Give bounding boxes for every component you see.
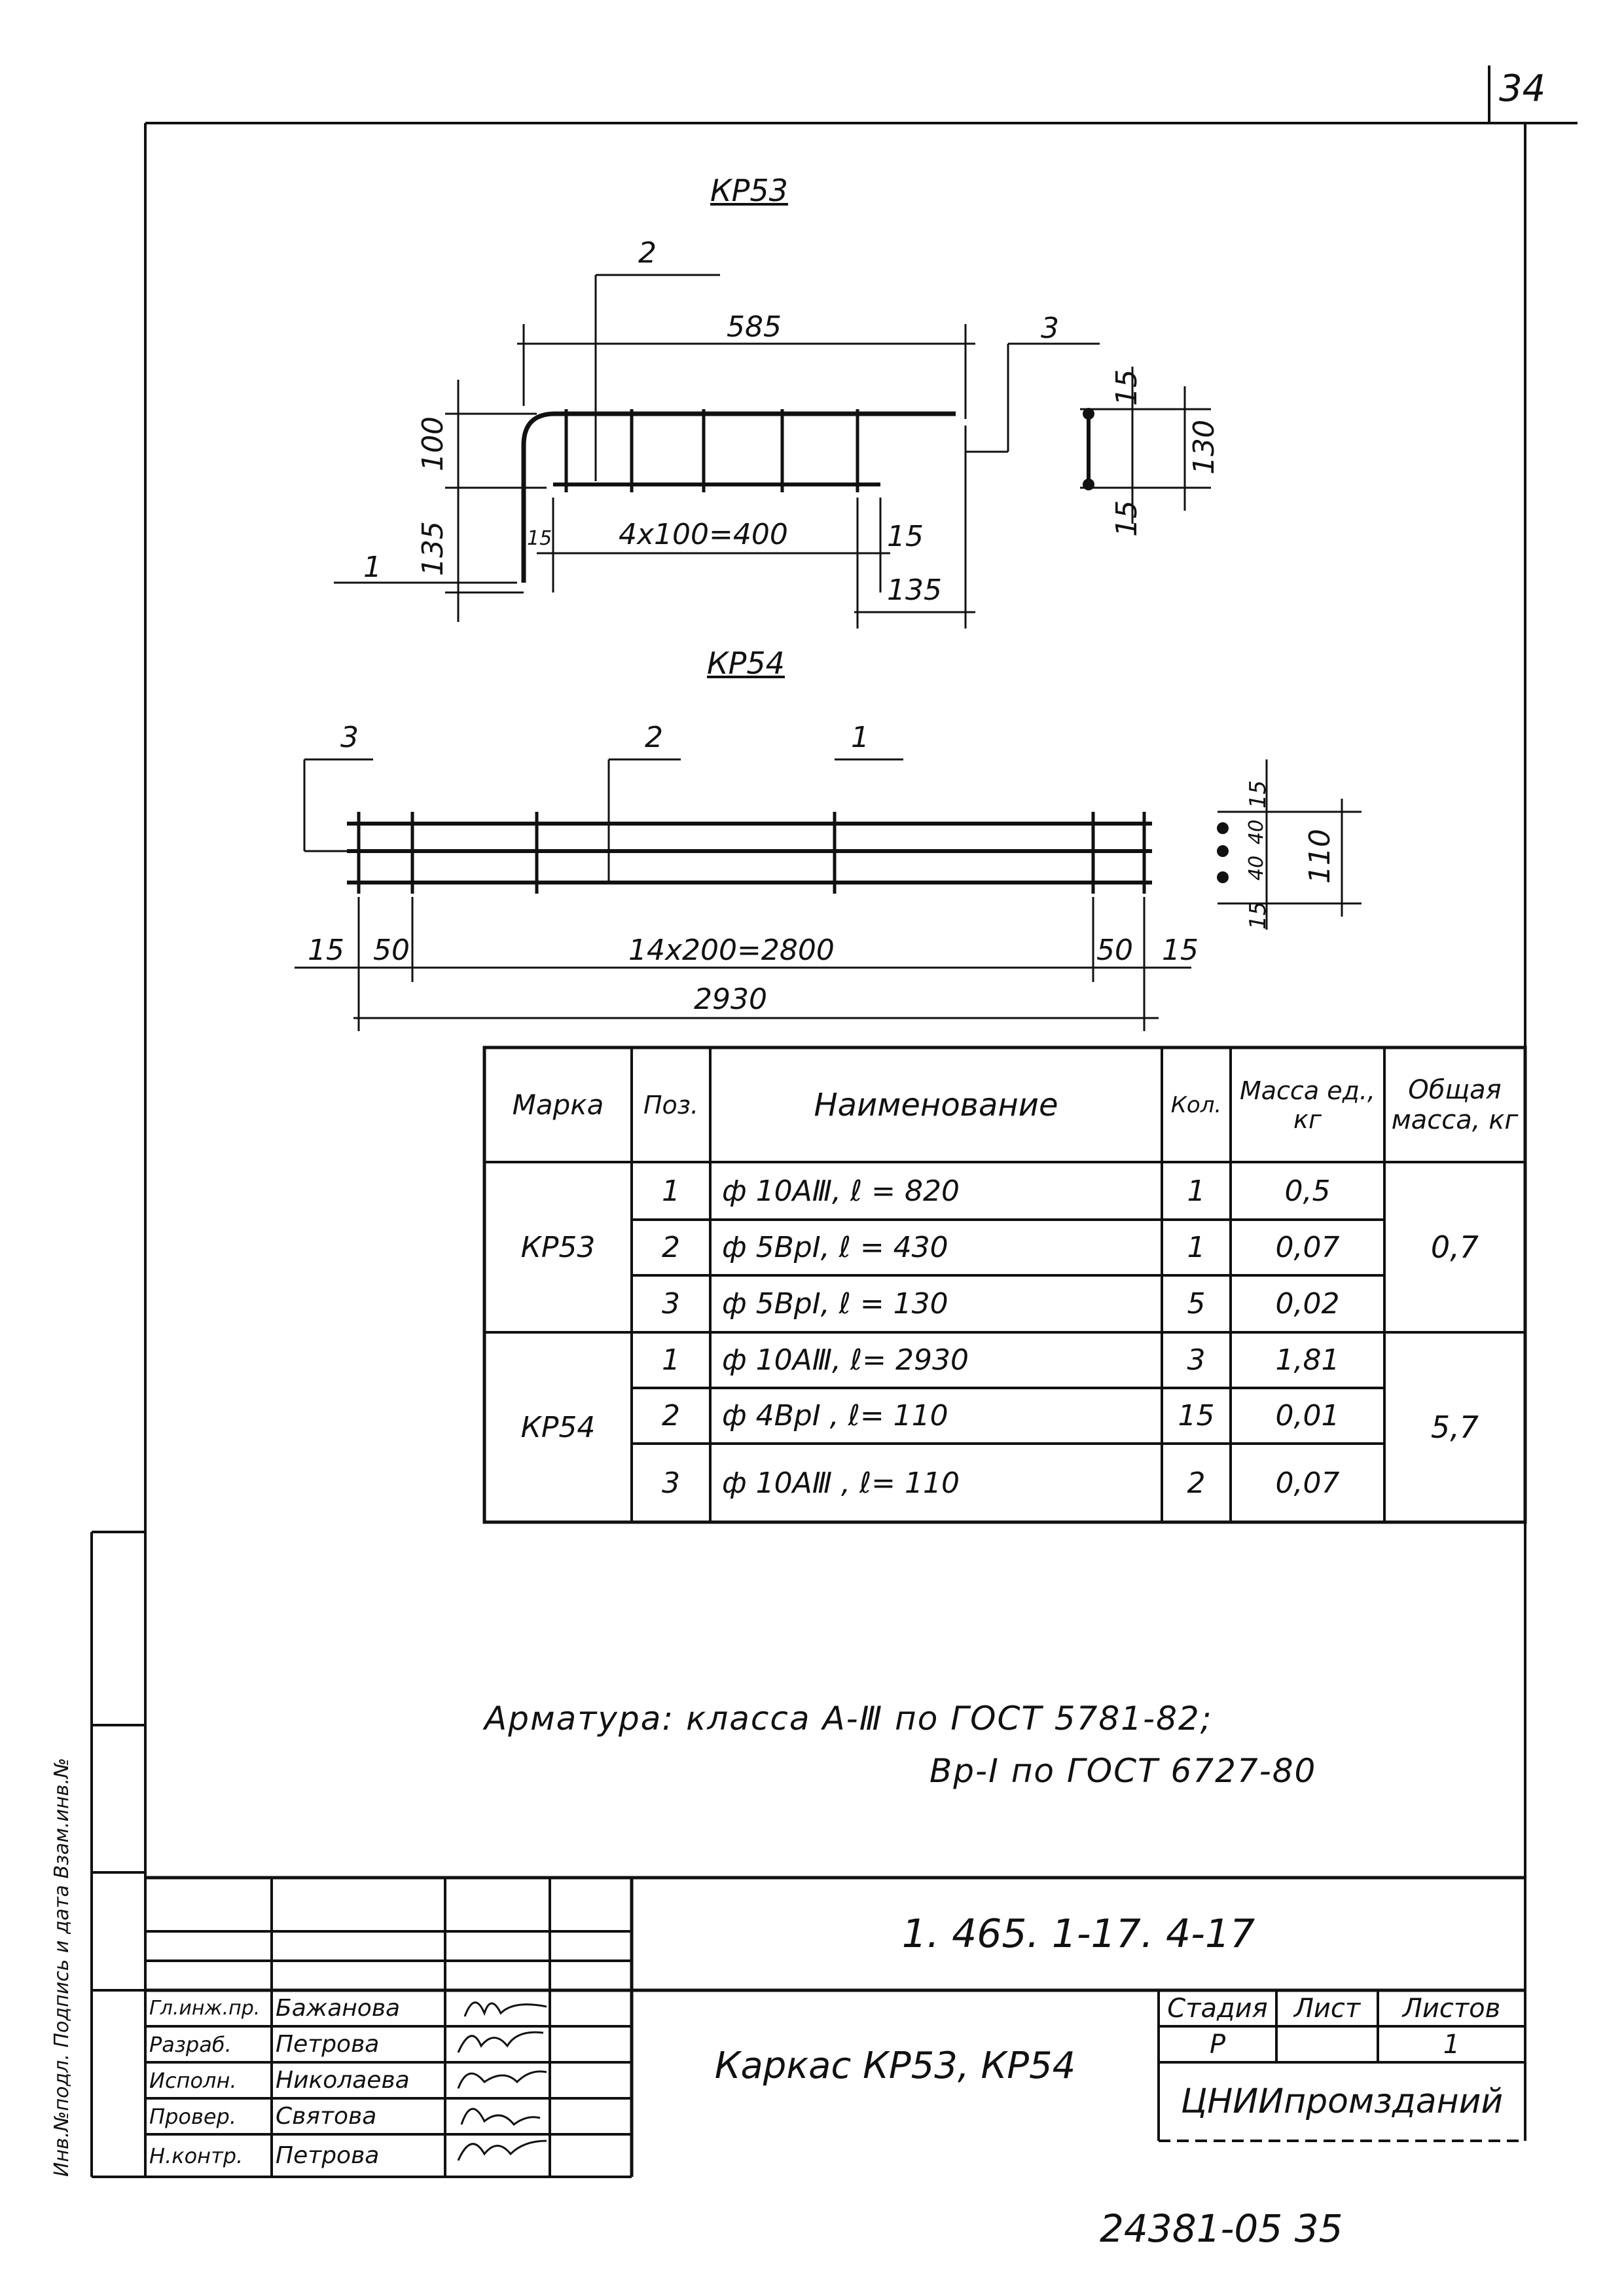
kr54-pos-3: 3 (340, 721, 359, 754)
kr53-dim-15-b: 15 (887, 520, 924, 553)
cell-name: ф 5ВрⅠ, ℓ = 130 (722, 1287, 948, 1321)
kr53-dim-585: 585 (727, 310, 782, 344)
kr54-dim-2800: 14х200=2800 (628, 934, 835, 967)
header-pos: Поз. (643, 1090, 699, 1120)
role-cell: Разраб. (149, 2032, 232, 2057)
organization: ЦНИИпромзданий (1180, 2082, 1504, 2121)
kr53-pos-1: 1 (363, 551, 382, 584)
cell-mass: 0,5 (1284, 1174, 1331, 1208)
role-cell: Н.контр. (149, 2143, 244, 2168)
header-name: Наименование (814, 1086, 1058, 1123)
sheet-number: 34 (1499, 67, 1546, 110)
sheets-value: 1 (1443, 2029, 1460, 2060)
name-cell: Бажанова (276, 1995, 401, 2022)
document-code: 1. 465. 1-17. 4-17 (901, 1911, 1255, 1957)
cell-name: ф 10АⅢ , ℓ= 110 (722, 1466, 960, 1500)
cell-pos: 3 (662, 1287, 680, 1321)
name-cell: Святова (276, 2103, 377, 2130)
header-total-mass: Общая масса, кг (1391, 1074, 1519, 1135)
role-cell: Исполн. (149, 2068, 237, 2093)
header-unit-mass: Масса ед., кг (1239, 1076, 1376, 1134)
cell-qty: 5 (1187, 1287, 1206, 1321)
kr54-sec-40-a: 40 (1245, 819, 1268, 845)
sheet-value (1276, 2026, 1378, 2062)
kr53-dim-15-a: 15 (527, 527, 552, 550)
group-total-kr54: 5,7 (1430, 1410, 1479, 1445)
stage-value: Р (1209, 2029, 1226, 2060)
kr53-dim-135-left: 135 (416, 521, 450, 576)
kr54-dim-15-right: 15 (1162, 934, 1199, 967)
group-mark-kr53: КР53 (520, 1230, 596, 1264)
kr53-dim-135-bottom: 135 (887, 574, 942, 607)
cell-qty: 3 (1187, 1343, 1206, 1377)
kr54-dim-50-right: 50 (1096, 934, 1133, 967)
kr53-sec-15-top: 15 (1110, 369, 1144, 406)
header-qty: Кол. (1170, 1091, 1222, 1118)
group-mark-kr54: КР54 (520, 1410, 596, 1444)
cell-pos: 1 (662, 1174, 680, 1208)
kr53-sec-15-bottom: 15 (1110, 500, 1144, 537)
group-total-kr53: 0,7 (1430, 1230, 1479, 1265)
cell-pos: 3 (662, 1466, 680, 1500)
cell-mass: 0,07 (1275, 1231, 1340, 1264)
cell-pos: 2 (662, 1399, 680, 1432)
kr53-pos-3: 3 (1041, 312, 1059, 345)
cell-name: ф 4ВрⅠ , ℓ= 110 (722, 1399, 948, 1432)
kr54-sec-15-top: 15 (1245, 780, 1271, 809)
kr54-title: КР54 (707, 646, 785, 681)
cell-mass: 0,02 (1275, 1287, 1340, 1321)
cell-qty: 1 (1187, 1174, 1206, 1208)
kr54-dim-2930: 2930 (694, 983, 767, 1016)
note-line-1: Арматура: класса А-Ⅲ по ГОСТ 5781-82; (484, 1700, 1213, 1738)
cell-name: ф 5ВрⅠ, ℓ = 430 (722, 1231, 948, 1264)
cell-name: ф 10АⅢ, ℓ= 2930 (722, 1343, 969, 1377)
role-cell: Провер. (149, 2104, 236, 2129)
name-cell: Петрова (276, 2031, 380, 2058)
drawing-title: Каркас КР53, КР54 (714, 2044, 1076, 2087)
name-cell: Петрова (276, 2142, 380, 2169)
cell-name: ф 10АⅢ, ℓ = 820 (722, 1174, 960, 1208)
kr54-pos-1: 1 (851, 721, 869, 754)
kr54-dim-15-left: 15 (308, 934, 344, 967)
cell-pos: 1 (662, 1343, 680, 1377)
kr54-dim-50-left: 50 (373, 934, 410, 967)
cell-mass: 0,07 (1275, 1466, 1340, 1500)
kr54-pos-2: 2 (645, 721, 663, 754)
sheet-label: Лист (1293, 1993, 1361, 2024)
archive-code: 24381-05 35 (1100, 2206, 1343, 2251)
kr54-sec-110: 110 (1303, 829, 1337, 884)
binding-stamp: Инв.№подл. Подпись и дата Взам.инв.№ (50, 1757, 73, 2177)
kr53-title: КР53 (710, 173, 788, 208)
kr54-sec-15-bottom: 15 (1245, 901, 1271, 930)
kr53-dim-400: 4х100=400 (619, 518, 788, 551)
cell-qty: 1 (1187, 1231, 1206, 1264)
header-mark: Марка (512, 1089, 604, 1121)
cell-qty: 15 (1178, 1399, 1215, 1432)
kr53-dim-100: 100 (416, 416, 450, 471)
name-cell: Николаева (276, 2067, 410, 2094)
cell-qty: 2 (1187, 1466, 1206, 1500)
cell-mass: 0,01 (1275, 1399, 1340, 1432)
kr54-sec-40-b: 40 (1245, 855, 1268, 881)
role-cell: Гл.инж.пр. (149, 1997, 261, 2020)
kr53-pos-2: 2 (638, 236, 657, 270)
sheets-label: Листов (1402, 1993, 1501, 2024)
kr53-sec-130: 130 (1187, 420, 1221, 475)
stage-label: Стадия (1167, 1993, 1268, 2024)
note-line-2: Вр-Ⅰ по ГОСТ 6727-80 (929, 1752, 1317, 1790)
cell-pos: 2 (662, 1231, 680, 1264)
cell-mass: 1,81 (1275, 1343, 1340, 1377)
